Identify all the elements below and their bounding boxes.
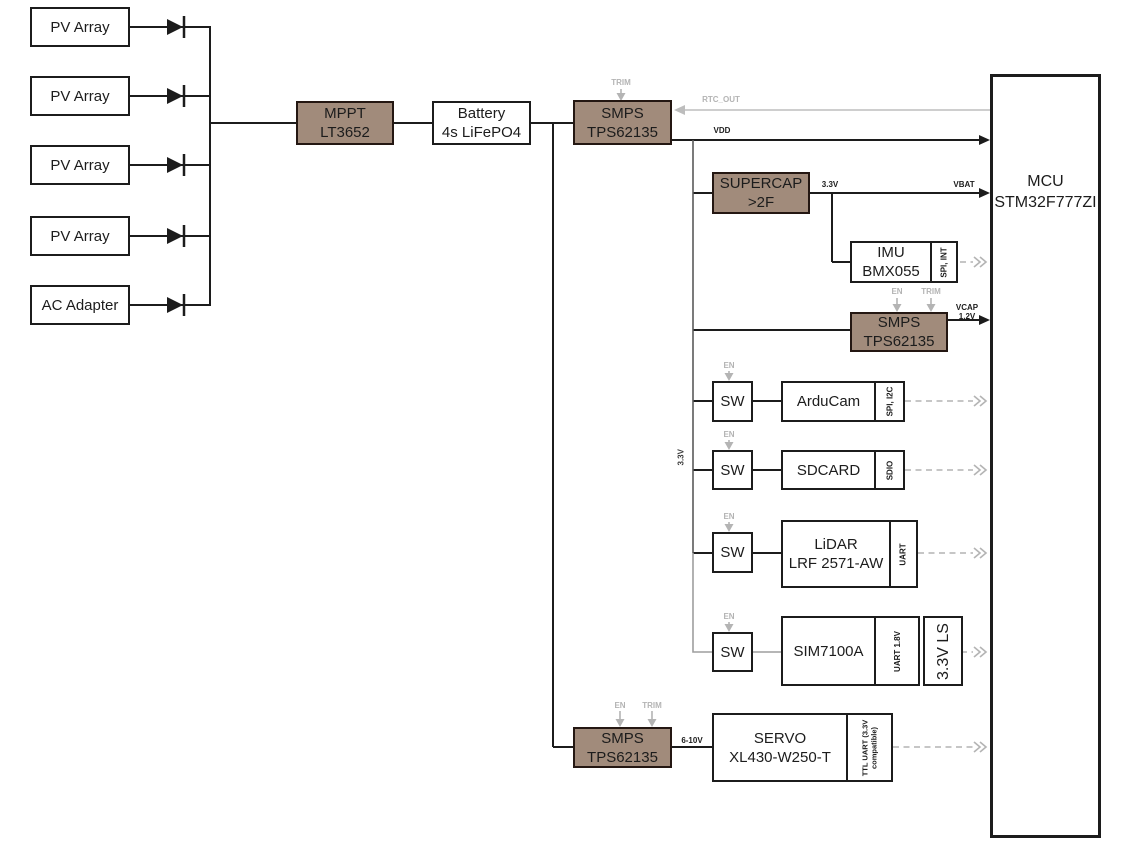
sim-iface-label: UART 1.8V	[892, 630, 902, 672]
servo-iface-label: TTL UART (3.3V compatible)	[861, 719, 879, 776]
servo-iface-compartment: TTL UART (3.3V compatible)	[846, 715, 891, 780]
net-label-vcap: VCAP 1.2V	[948, 303, 986, 321]
servo-label-line1: SERVO	[753, 729, 807, 747]
pv-array-1-block: PV Array	[30, 7, 130, 47]
smps-servo-label-line1: SMPS	[601, 729, 644, 747]
imu-label-line2: BMX055	[862, 263, 920, 280]
smps-main-label-line2: TPS62135	[587, 123, 658, 141]
data-bus-dashed	[893, 261, 973, 748]
sim-iface-compartment: UART 1.8V	[874, 618, 918, 684]
smps-vcap-block: SMPS TPS62135	[850, 312, 948, 352]
servo-iface-label-line1: TTL UART (3.3V	[860, 719, 870, 776]
smps-main-block: SMPS TPS62135	[573, 100, 672, 145]
pv-array-4-label: PV Array	[50, 227, 110, 245]
switch-sim: SW	[712, 632, 753, 672]
smps-servo-block: SMPS TPS62135	[573, 727, 672, 768]
arducam-block: ArduCam SPI, I2C	[781, 381, 905, 422]
mppt-label-line2: LT3652	[320, 124, 370, 141]
switch-sdcard-label: SW	[720, 461, 745, 479]
imu-iface-compartment: SPI, INT	[930, 243, 956, 281]
lidar-iface-compartment: UART	[889, 522, 916, 586]
imu-block: IMU BMX055 SPI, INT	[850, 241, 958, 283]
servo-block: SERVO XL430-W250-T TTL UART (3.3V compat…	[712, 713, 893, 782]
sim-label: SIM7100A	[793, 642, 864, 660]
net-label-vdd: VDD	[713, 126, 731, 135]
pv-array-2-block: PV Array	[30, 76, 130, 116]
net-label-trim-smps-servo: TRIM	[642, 701, 662, 710]
pv-array-1-label: PV Array	[50, 18, 110, 36]
mcu-block: MCU STM32F777ZI	[990, 74, 1101, 838]
arducam-iface-compartment: SPI, I2C	[874, 383, 903, 420]
net-label-3v3-bus: 3.3V	[676, 449, 686, 466]
pv-array-3-label: PV Array	[50, 156, 110, 174]
pv-array-2-label: PV Array	[50, 87, 110, 105]
mcu-label-line1: MCU	[1027, 173, 1064, 190]
supercap-block: SUPERCAP >2F	[712, 172, 810, 214]
ac-adapter-label: AC Adapter	[41, 296, 119, 314]
net-label-rtc-out: RTC_OUT	[702, 95, 740, 104]
data-bus-chevrons	[973, 256, 988, 753]
smps-main-label-line1: SMPS	[601, 104, 644, 122]
level-shifter-block: 3.3V LS	[923, 616, 963, 686]
supercap-label-line1: SUPERCAP	[719, 175, 803, 192]
net-label-en-sw-sim: EN	[723, 612, 735, 621]
net-label-3v3: 3.3V	[821, 180, 839, 189]
v33-bus-lower	[692, 553, 781, 653]
switch-lidar-label: SW	[720, 544, 745, 561]
net-label-en-smps-vcap: EN	[891, 287, 903, 296]
level-shifter-label: 3.3V LS	[934, 622, 952, 680]
switch-lidar: SW	[712, 532, 753, 573]
sdcard-label: SDCARD	[796, 461, 861, 479]
supercap-label-line2: >2F	[747, 194, 775, 211]
servo-iface-label-line2: compatible)	[869, 726, 879, 769]
sim-block: SIM7100A UART 1.8V	[781, 616, 920, 686]
net-label-vcap-line2: 1.2V	[958, 312, 976, 321]
imu-iface-label: SPI, INT	[939, 246, 949, 278]
lidar-iface-label: UART	[899, 542, 908, 566]
pv-array-4-block: PV Array	[30, 216, 130, 256]
switch-sim-label: SW	[720, 643, 745, 661]
net-label-en-sw-sdcard: EN	[723, 430, 735, 439]
net-label-vbat: VBAT	[953, 180, 975, 189]
battery-label-line1: Battery	[457, 105, 506, 122]
net-label-en-sw-lidar: EN	[723, 512, 735, 521]
net-label-en-smps-servo: EN	[614, 701, 626, 710]
battery-label-line2: 4s LiFePO4	[441, 124, 522, 141]
mppt-block: MPPT LT3652	[296, 101, 394, 145]
smps-servo-label-line2: TPS62135	[587, 748, 658, 766]
diode-icon	[167, 19, 183, 313]
imu-label-line1: IMU	[877, 244, 905, 261]
arducam-label: ArduCam	[796, 393, 861, 410]
lidar-label-line2: LRF 2571-AW	[788, 555, 884, 572]
net-label-en-sw-arducam: EN	[723, 361, 735, 370]
smps-vcap-label-line2: TPS62135	[863, 333, 935, 350]
sdcard-iface-label: SDIO	[885, 460, 894, 480]
lidar-block: LiDAR LRF 2571-AW UART	[781, 520, 918, 588]
net-label-trim-smps-vcap: TRIM	[921, 287, 941, 296]
switch-sdcard: SW	[712, 450, 753, 490]
lidar-label-line1: LiDAR	[814, 536, 858, 553]
net-label-trim-smps-main: TRIM	[611, 78, 631, 87]
smps-vcap-label-line1: SMPS	[877, 314, 921, 331]
pv-array-3-block: PV Array	[30, 145, 130, 185]
switch-arducam-label: SW	[720, 393, 745, 410]
battery-block: Battery 4s LiFePO4	[432, 101, 531, 145]
net-label-6-10v: 6-10V	[681, 736, 703, 745]
rtc-out-arrowhead	[674, 105, 685, 115]
net-label-vcap-line1: VCAP	[955, 303, 979, 312]
switch-arducam: SW	[712, 381, 753, 422]
sdcard-iface-compartment: SDIO	[874, 452, 903, 488]
arducam-iface-label: SPI, I2C	[885, 386, 895, 417]
mppt-label-line1: MPPT	[324, 105, 366, 122]
sdcard-block: SDCARD SDIO	[781, 450, 905, 490]
ac-adapter-block: AC Adapter	[30, 285, 130, 325]
mcu-label-line2: STM32F777ZI	[994, 194, 1097, 211]
mcu-arrowheads	[979, 135, 990, 325]
servo-label-line2: XL430-W250-T	[729, 748, 831, 766]
